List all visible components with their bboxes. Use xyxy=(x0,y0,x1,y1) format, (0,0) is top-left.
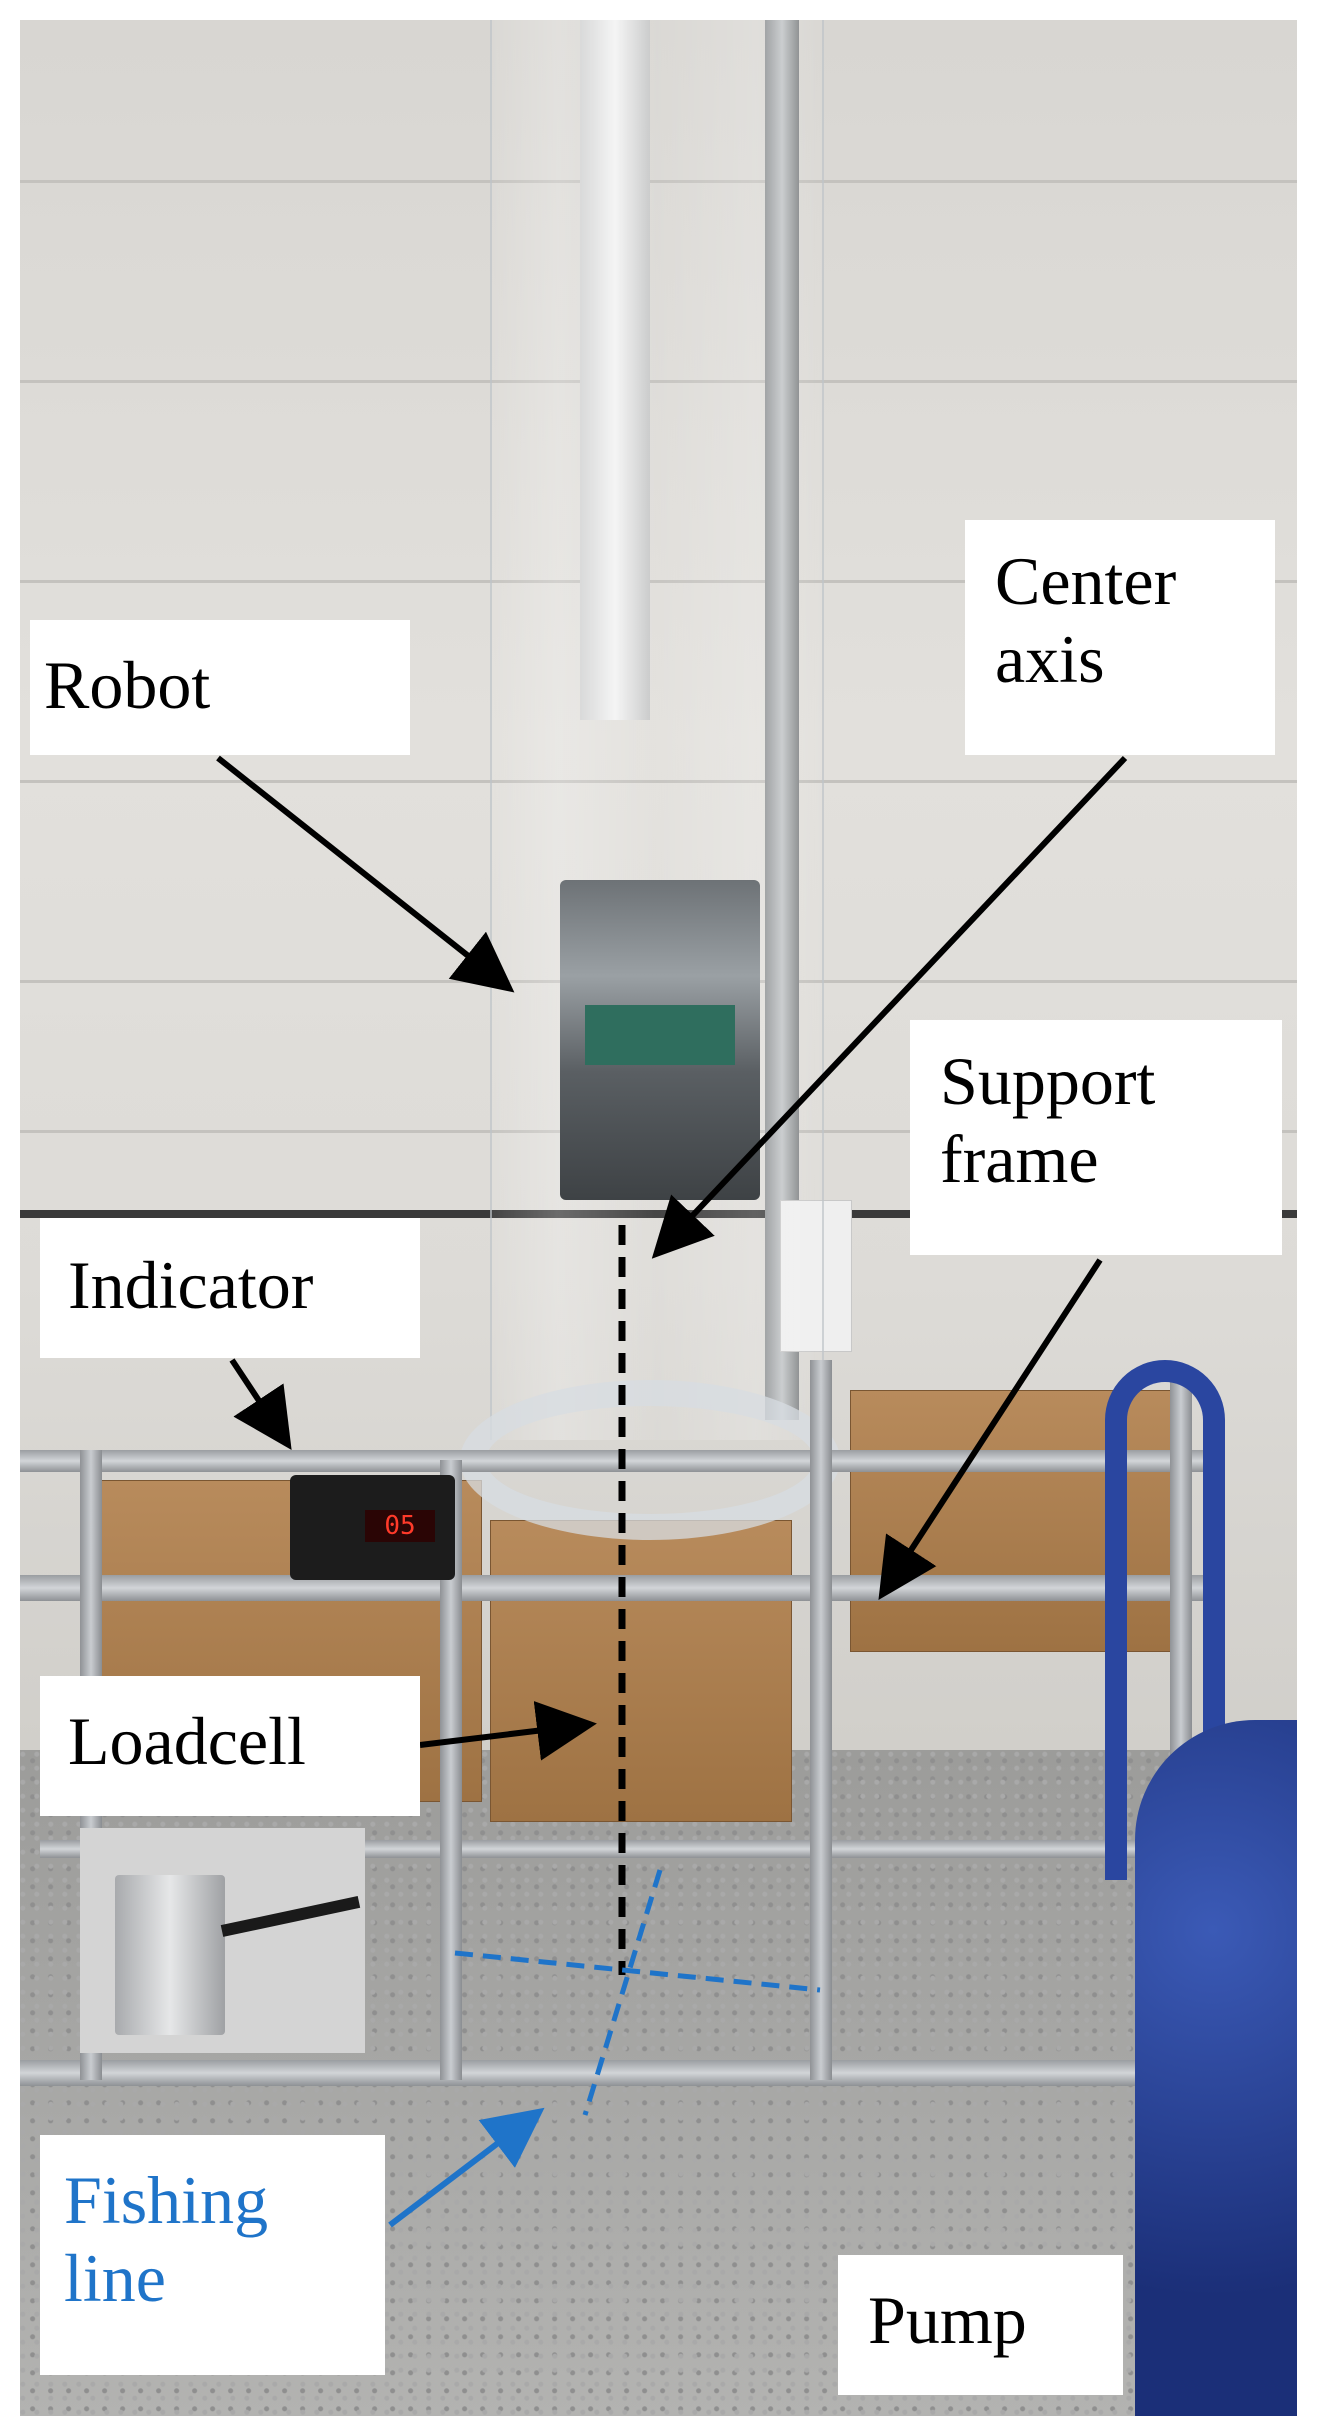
robot-circuit-board xyxy=(585,1005,735,1065)
support-frame-label: Support frame xyxy=(910,1020,1282,1255)
support-frame-label-line1: Support xyxy=(940,1043,1156,1119)
indicator-arrow xyxy=(229,1358,292,1451)
fishing-line-dash xyxy=(454,1950,821,1993)
support-frame-post xyxy=(810,1360,832,2080)
center-axis-label-line2: axis xyxy=(995,621,1105,698)
center-axis-arrow xyxy=(651,755,1128,1259)
fishing-line-label: Fishing line xyxy=(40,2135,385,2375)
frame-panel xyxy=(490,1520,792,1822)
fishing-line-dash xyxy=(582,1869,663,2116)
fishing-line-label-line2: line xyxy=(64,2240,166,2317)
white-pipe xyxy=(580,20,650,720)
support-frame-label-line2: frame xyxy=(940,1121,1099,1198)
pump-label: Pump xyxy=(838,2255,1123,2395)
center-axis-label: Center axis xyxy=(965,520,1275,755)
fishing-line-arrow xyxy=(388,2107,545,2228)
wall-joint xyxy=(20,580,1297,583)
wall-joint xyxy=(20,180,1297,183)
power-outlet xyxy=(780,1200,852,1352)
robot-arrow xyxy=(216,755,515,993)
robot-label: Robot xyxy=(30,620,410,755)
center-axis-label-line1: Center xyxy=(995,543,1177,619)
wall-joint xyxy=(20,780,1297,783)
loadcell-arrow xyxy=(419,1700,597,1761)
indicator-label-text: Indicator xyxy=(68,1247,314,1323)
robot-label-text: Robot xyxy=(44,647,211,723)
grey-pipe xyxy=(765,20,799,1420)
fishing-line-label-line1: Fishing xyxy=(64,2162,269,2238)
indicator-label: Indicator xyxy=(40,1218,420,1358)
pump-tank xyxy=(1135,1720,1297,2416)
support-frame-post xyxy=(440,1460,462,2080)
indicator-readout: 05 xyxy=(365,1510,435,1542)
loadcell-label-text: Loadcell xyxy=(68,1703,306,1779)
support-frame-rail xyxy=(20,2060,1170,2086)
loadcell-label: Loadcell xyxy=(40,1676,420,1816)
loadcell-body xyxy=(115,1875,225,2035)
pump-label-text: Pump xyxy=(868,2282,1027,2358)
support-frame-arrow xyxy=(878,1258,1103,1601)
wall-joint xyxy=(20,380,1297,383)
